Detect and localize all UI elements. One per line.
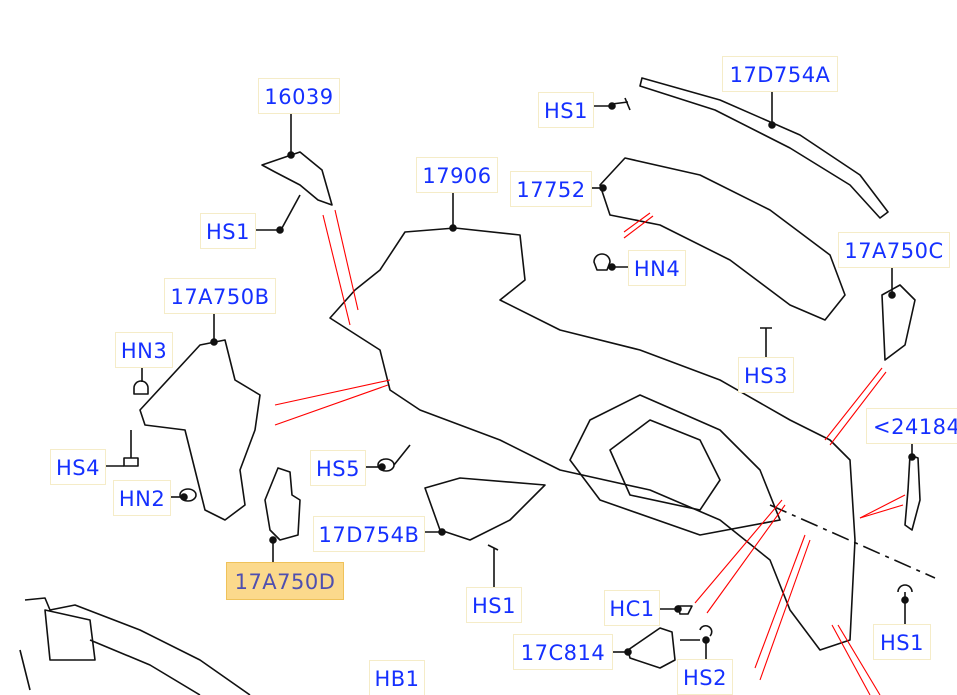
screw-hs1-left xyxy=(281,194,301,229)
clip-hn3 xyxy=(133,380,149,395)
callout-17752[interactable]: 17752 xyxy=(510,171,592,207)
callout-hs2[interactable]: HS2 xyxy=(677,659,733,695)
screw-hs2 xyxy=(680,624,713,641)
callout-hn4[interactable]: HN4 xyxy=(628,250,686,286)
callout-hc1[interactable]: HC1 xyxy=(604,590,660,626)
part-17A750B xyxy=(139,339,261,521)
callout-17D754B[interactable]: 17D754B xyxy=(313,516,425,552)
screw-hs4 xyxy=(123,430,139,467)
clip-hn4 xyxy=(593,253,611,271)
callout-hs1-top[interactable]: HS1 xyxy=(538,92,594,128)
part-17A750C xyxy=(881,284,916,361)
callout-hs1-bottom[interactable]: HS1 xyxy=(466,587,522,623)
callout-17906[interactable]: 17906 xyxy=(416,157,498,193)
part-17A750D xyxy=(264,467,301,541)
part-24184 xyxy=(904,454,921,531)
part-17906-bumper xyxy=(329,227,856,651)
callout-17A750B[interactable]: 17A750B xyxy=(164,278,276,314)
callout-hb1[interactable]: HB1 xyxy=(369,660,425,695)
part-17C814 xyxy=(627,627,676,669)
callout-hs5[interactable]: HS5 xyxy=(310,450,366,486)
callout-hs3[interactable]: HS3 xyxy=(738,357,794,393)
part-17752 xyxy=(599,157,846,321)
callout-17C814[interactable]: 17C814 xyxy=(513,634,613,670)
callout-hn2[interactable]: HN2 xyxy=(113,480,171,516)
callout-hs1-left[interactable]: HS1 xyxy=(200,213,256,249)
callout-17A750C[interactable]: 17A750C xyxy=(838,232,950,268)
screw-hs3 xyxy=(760,327,772,342)
part-crash-beam xyxy=(19,597,251,695)
callout-hn3[interactable]: HN3 xyxy=(115,332,173,368)
callout-17A750D-highlighted[interactable]: 17A750D xyxy=(226,562,344,600)
screw-hs1-bottom xyxy=(487,544,499,560)
leader-lines xyxy=(274,209,906,695)
callout-hs1-right[interactable]: HS1 xyxy=(873,624,931,660)
callout-16039[interactable]: 16039 xyxy=(258,78,340,114)
callout-24184[interactable]: <24184 xyxy=(866,408,957,444)
callout-hs4[interactable]: HS4 xyxy=(50,449,106,485)
callout-17D754A[interactable]: 17D754A xyxy=(722,56,838,92)
part-16039 xyxy=(261,151,333,206)
part-17D754A xyxy=(639,77,889,219)
